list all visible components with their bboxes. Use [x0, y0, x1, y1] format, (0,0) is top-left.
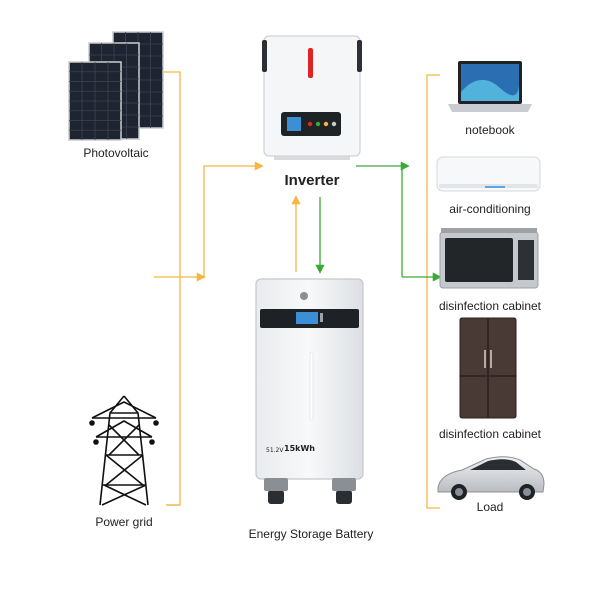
- load-label-air-conditioning: air-conditioning: [449, 202, 531, 216]
- solar-flow-lines: [154, 71, 440, 509]
- load-bus-line: [426, 74, 440, 509]
- inverter-label: Inverter: [284, 172, 340, 189]
- power-pylon-icon: [89, 395, 159, 506]
- energy-storage-battery-icon: [255, 278, 364, 504]
- air-conditioner-icon: [436, 156, 541, 192]
- photovoltaic-label: Photovoltaic: [83, 146, 149, 160]
- load-label-refrigerator: disinfection cabinet: [438, 427, 542, 441]
- car-icon: [437, 456, 545, 500]
- refrigerator-icon: [459, 317, 517, 419]
- load-label-microwave: disinfection cabinet: [438, 299, 542, 313]
- junction-to-inverter-line: [203, 161, 264, 277]
- load-flow-lines: [315, 161, 442, 282]
- laptop-icon: [448, 61, 532, 112]
- power-grid-label: Power grid: [95, 515, 153, 529]
- inverter-icon: [262, 35, 362, 160]
- battery-voltage-text: 51.2V: [266, 447, 284, 454]
- battery-badge-text: 15kWh: [284, 444, 315, 453]
- solar-panels-icon: [68, 31, 164, 141]
- load-label-notebook: notebook: [465, 123, 515, 137]
- load-label-car: Load: [476, 500, 504, 514]
- battery-label: Energy Storage Battery: [248, 527, 374, 541]
- microwave-icon: [439, 228, 539, 289]
- pv-to-bus-line: [164, 71, 181, 506]
